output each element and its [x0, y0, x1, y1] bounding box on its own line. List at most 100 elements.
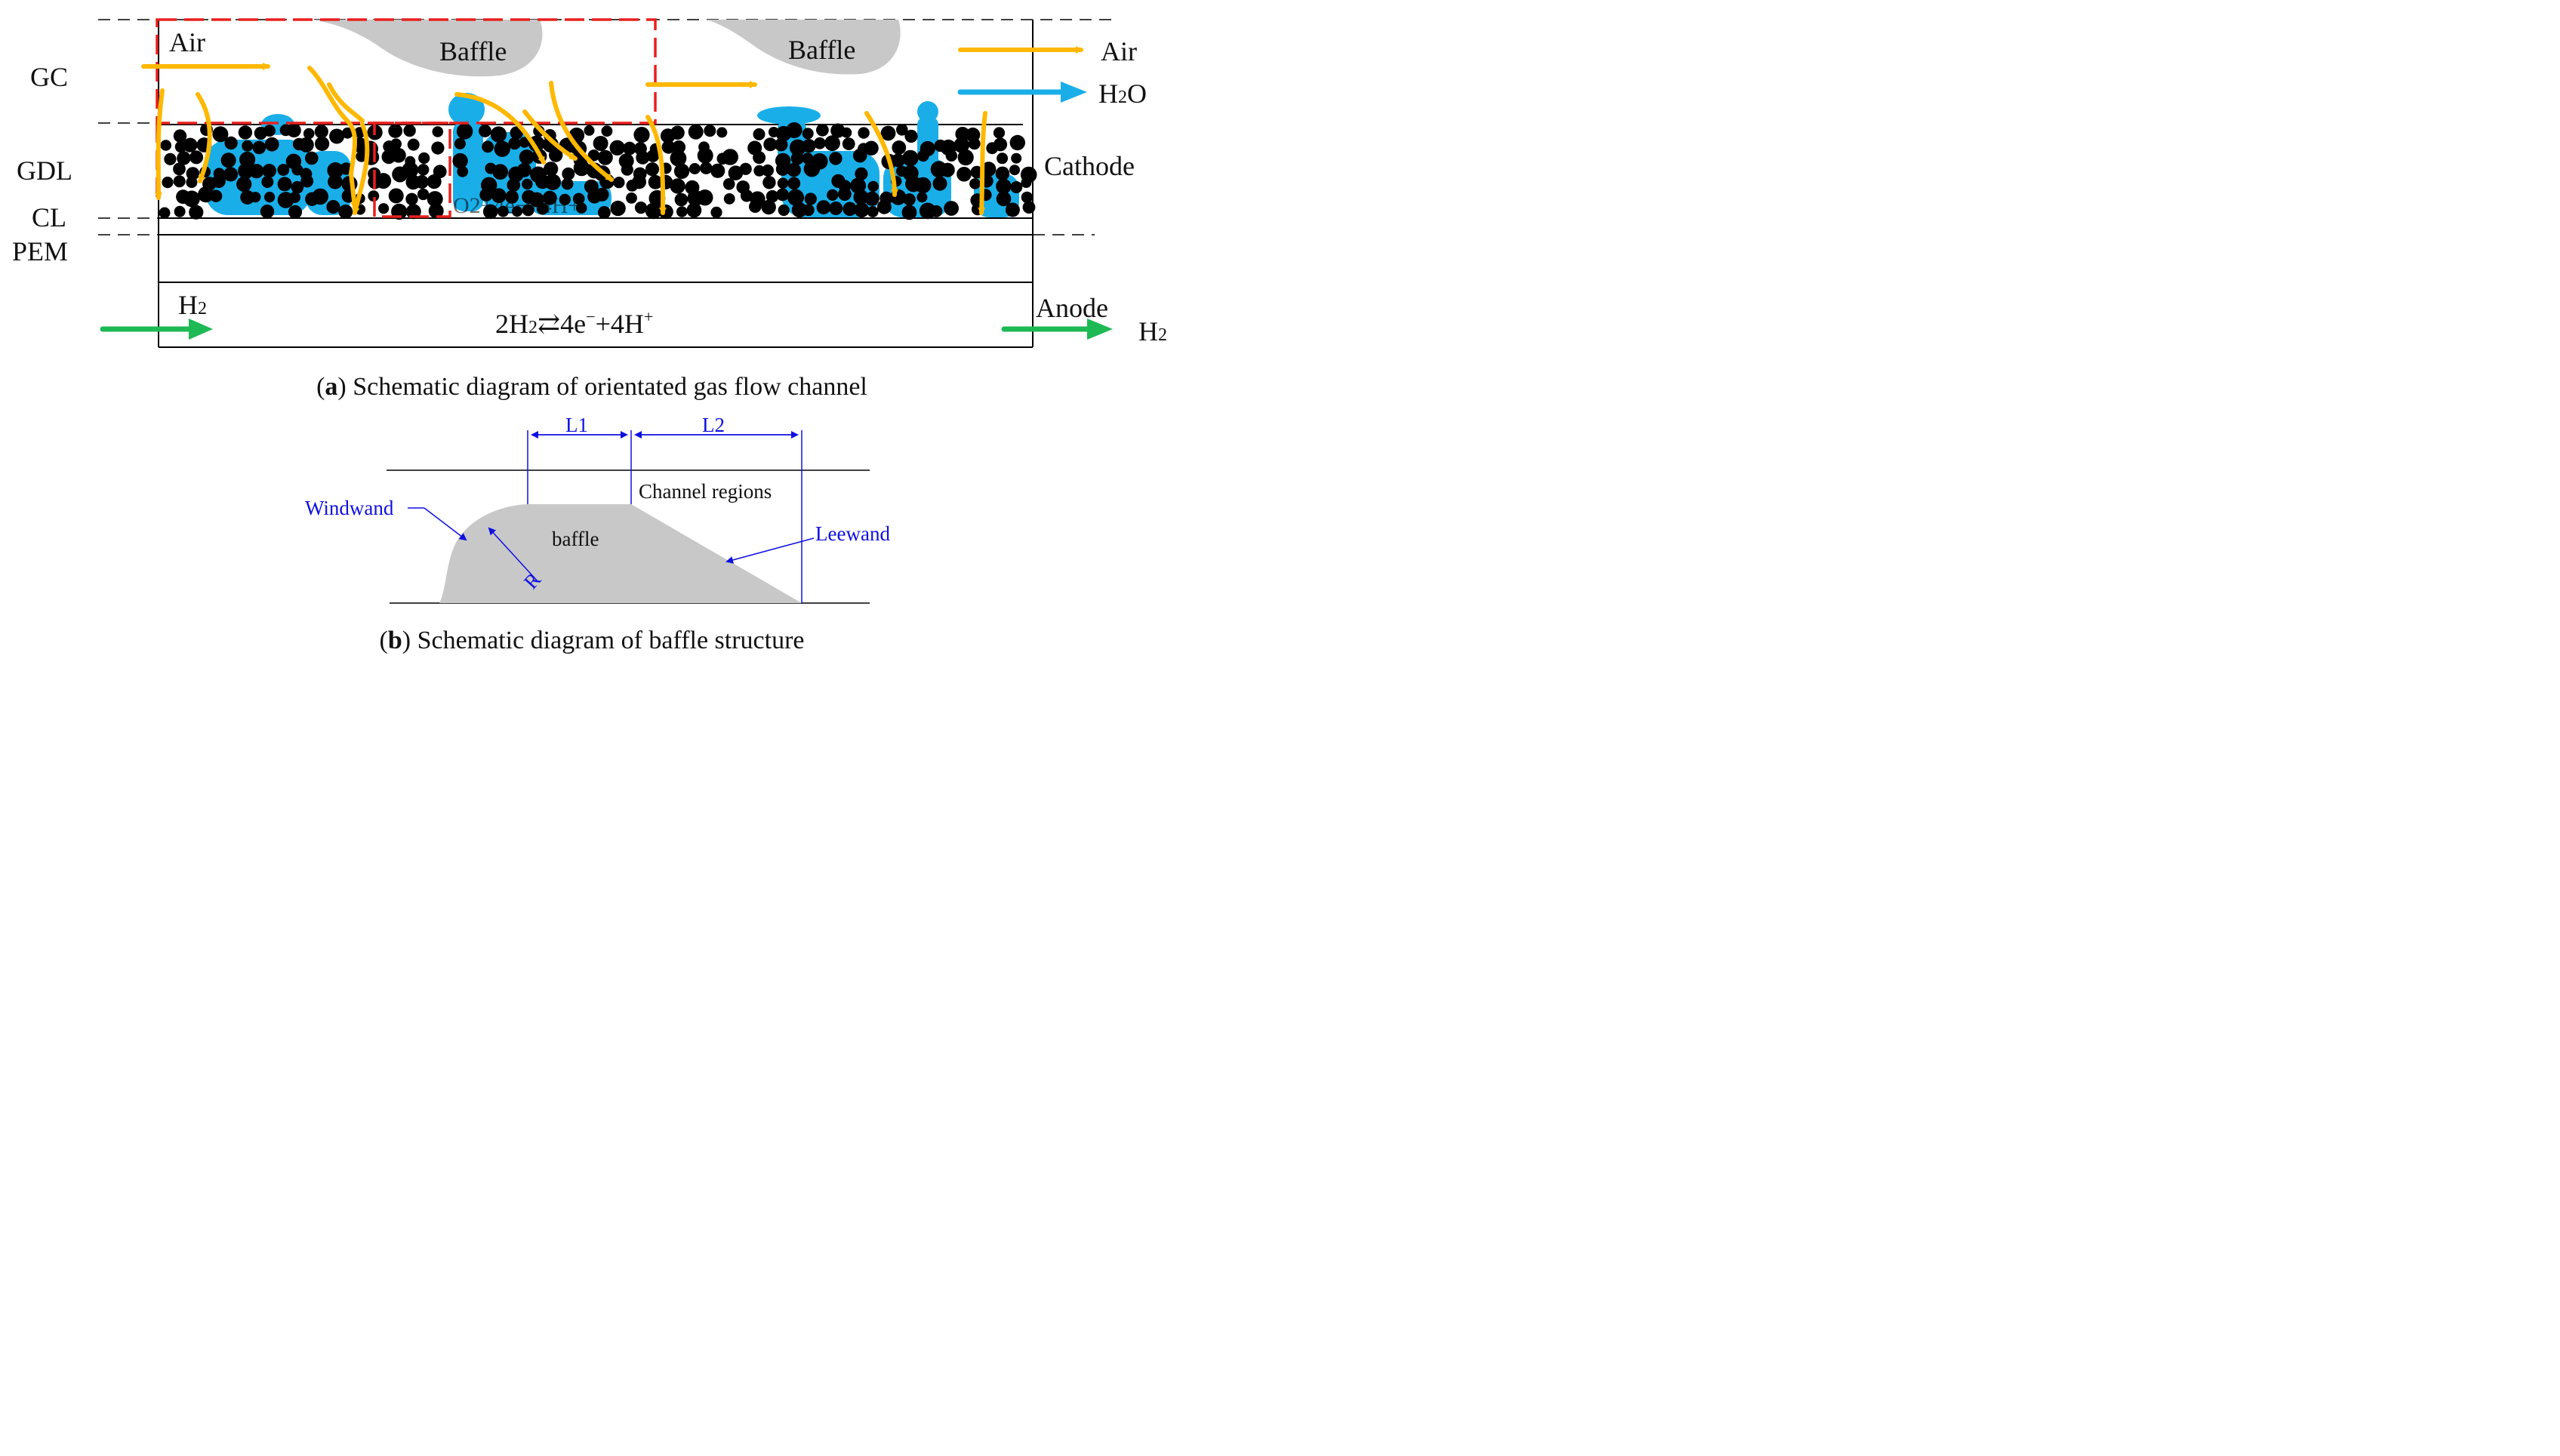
carbon-particle: [775, 162, 790, 176]
carbon-particle: [189, 205, 204, 220]
carbon-particle: [1009, 134, 1026, 151]
carbon-particle: [177, 151, 191, 165]
carbon-particle: [957, 167, 972, 182]
carbon-particle: [930, 205, 943, 217]
carbon-particle: [497, 205, 509, 217]
legend-h2o-label: H2O: [1098, 78, 1147, 109]
carbon-particle: [739, 162, 752, 175]
carbon-particle: [676, 206, 688, 217]
carbon-particle: [211, 174, 226, 188]
carbon-particle: [633, 127, 650, 143]
carbon-particle: [609, 140, 625, 155]
carbon-particle: [811, 152, 828, 170]
carbon-particle: [452, 152, 468, 169]
carbon-particle: [1005, 202, 1020, 217]
dimension-lines: [408, 430, 815, 603]
panel-a: O2+4e−+4H+: [12, 18, 1167, 348]
carbon-particle: [762, 176, 776, 189]
carbon-particle: [328, 174, 343, 189]
baffle-shape-1: [311, 20, 543, 77]
carbon-particle: [454, 137, 466, 149]
carbon-particle: [327, 162, 344, 179]
carbon-particle: [315, 136, 330, 151]
carbon-particle: [291, 180, 304, 194]
carbon-particle: [762, 164, 774, 177]
carbon-particle: [636, 150, 650, 165]
carbon-particle: [814, 137, 826, 149]
carbon-particle: [646, 149, 660, 162]
carbon-particle: [559, 193, 571, 205]
carbon-particle: [876, 199, 892, 214]
carbon-particle: [522, 178, 533, 190]
carbon-particle: [787, 177, 801, 190]
carbon-particle: [787, 162, 801, 177]
carbon-particle: [288, 205, 303, 219]
carbon-particle: [240, 189, 255, 205]
carbon-particle: [174, 205, 186, 217]
carbon-particle: [626, 192, 637, 204]
carbon-particle: [511, 206, 523, 217]
windwand-label: Windwand: [305, 497, 394, 519]
carbon-particle: [995, 166, 1010, 181]
carbon-particle: [173, 129, 187, 143]
baffle-body-label: baffle: [552, 528, 599, 550]
carbon-particle: [329, 128, 345, 144]
carbon-particle: [613, 177, 625, 189]
carbon-particle: [829, 152, 843, 165]
carbon-particle: [945, 149, 958, 162]
carbon-particle: [264, 137, 279, 152]
carbon-particle: [957, 149, 974, 166]
carbon-particle: [287, 123, 301, 138]
carbon-particle: [186, 177, 198, 189]
carbon-particle: [542, 190, 557, 205]
carbon-particle: [507, 178, 521, 192]
anode-label: Anode: [1036, 293, 1108, 323]
carbon-particle: [261, 176, 274, 188]
carbon-particle: [710, 163, 725, 178]
carbon-particle: [816, 123, 829, 137]
carbon-particle: [704, 125, 716, 137]
carbon-particle: [1010, 181, 1023, 193]
carbon-particle: [763, 137, 778, 152]
carbon-particle: [428, 203, 444, 219]
carbon-particle: [802, 128, 814, 140]
baffle-shape-2: [706, 20, 901, 75]
carbon-particle: [896, 124, 908, 136]
carbon-particle: [405, 192, 418, 205]
carbon-particle: [378, 203, 390, 214]
carbon-particle: [264, 192, 276, 203]
carbon-particle: [790, 152, 805, 165]
carbon-particle: [305, 151, 319, 165]
carbon-particle: [587, 149, 600, 162]
carbon-particle: [593, 136, 608, 151]
hydrogen-flow-arrows: [100, 319, 1113, 340]
carbon-particle: [341, 127, 353, 139]
carbon-particle: [391, 148, 406, 163]
carbon-particle: [432, 126, 444, 137]
carbon-particle: [670, 125, 685, 140]
carbon-particle: [456, 123, 473, 140]
carbon-particle: [867, 180, 879, 192]
carbon-particle: [802, 139, 816, 153]
carbon-particle: [508, 137, 521, 150]
carbon-particle: [173, 175, 186, 188]
carbon-particle: [776, 188, 789, 202]
channel-frame: [158, 20, 1034, 348]
caption-b-letter: b: [387, 626, 402, 654]
carbon-particle: [791, 202, 807, 218]
cathode-reaction: O2+4e−+4H+: [453, 193, 581, 218]
carbon-particle: [853, 189, 869, 205]
carbon-particle: [670, 178, 685, 194]
carbon-particle: [549, 148, 563, 162]
carbon-particle: [414, 175, 429, 189]
carbon-particle: [262, 164, 276, 178]
carbon-particle: [544, 162, 559, 177]
carbon-particle: [492, 164, 508, 180]
carbon-particle: [1021, 191, 1034, 204]
carbon-particle: [223, 167, 239, 182]
layer-label-pem: PEM: [12, 236, 68, 266]
carbon-particle: [249, 164, 264, 179]
carbon-particle: [645, 162, 660, 177]
carbon-particle: [277, 164, 290, 176]
carbon-particle: [944, 201, 959, 216]
